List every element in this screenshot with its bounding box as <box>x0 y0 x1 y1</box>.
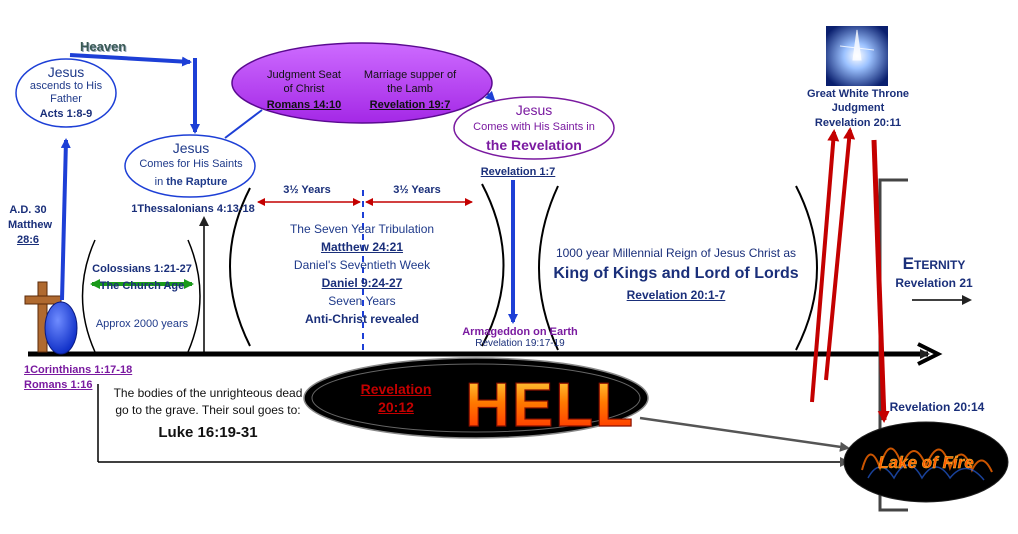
marriage-supper-line1: Marriage supper of <box>363 69 457 81</box>
ascension-line1: ascends to His <box>29 80 103 92</box>
hell-ellipse <box>303 357 649 439</box>
millennium-left-bracket <box>538 185 559 351</box>
ad30-line2: Matthew <box>8 219 52 231</box>
dead-line2: go to the grave. Their soul goes to: <box>115 403 301 417</box>
judgment-seat-line1: Judgment Seat <box>267 69 341 81</box>
marriage-supper-ref: Revelation 19:7 <box>369 99 451 111</box>
heaven-label: Heaven <box>80 39 127 54</box>
hell-ref-line2: 20:12 <box>378 399 414 415</box>
rapture-line1: Comes for His Saints <box>139 158 243 170</box>
judgment-seat-ref: Romans 14:10 <box>266 99 342 111</box>
rapture-title: Jesus <box>172 140 210 156</box>
heaven-arrow <box>69 53 192 67</box>
dead-ref: Luke 16:19-31 <box>158 424 258 441</box>
ad30-line1: A.D. 30 <box>9 204 47 216</box>
revelation-ellipse <box>453 96 615 160</box>
second-coming-line2: the Revelation <box>486 137 582 153</box>
church-age-ref: Colossians 1:21-27 <box>92 263 192 275</box>
eternity-title: ETERNITY <box>902 254 966 273</box>
lake-of-fire-word: Lake of Fire <box>878 453 973 472</box>
cross-ref2: Romans 1:16 <box>24 379 93 391</box>
judgment-ellipse <box>231 42 493 124</box>
tribulation-ref2: Daniel 9:24-27 <box>321 276 403 290</box>
cross-ref1: 1Corinthians 1:17-18 <box>24 364 133 376</box>
second-coming-title: Jesus <box>515 102 553 118</box>
rapture-line2: in the Rapture <box>154 176 228 188</box>
cross-horizontal <box>24 295 62 305</box>
tribulation-left-bracket <box>229 187 251 347</box>
thessalonians-ref: 1Thessalonians 4:13-18 <box>131 203 255 215</box>
resurrection-arrow-2 <box>824 127 856 381</box>
ascension-arrow <box>60 138 71 301</box>
ad30-line3: 28:6 <box>16 234 40 246</box>
millennium-line1: 1000 year Millennial Reign of Jesus Chri… <box>555 246 797 260</box>
tribulation-line1: The Seven Year Tribulation <box>289 222 435 236</box>
eternity-ref: Revelation 21 <box>895 276 973 290</box>
lake-of-fire-ellipse <box>843 421 1009 503</box>
marriage-supper-line2: the Lamb <box>387 83 433 95</box>
hell-word: HELL <box>465 371 635 440</box>
judgment-seat-line2: of Christ <box>283 83 325 95</box>
tribulation-half2: 3½ Years <box>393 184 441 196</box>
church-age-title: The Church Age <box>99 280 185 292</box>
tribulation-line3: Seven Years <box>328 294 396 308</box>
ascension-ellipse <box>15 58 117 128</box>
armageddon-ref: Revelation 19:17-19 <box>475 338 565 349</box>
millennium-ref: Revelation 20:1-7 <box>626 288 726 302</box>
great-white-throne-line1: Great White Throne <box>806 88 910 100</box>
hell-ref-line1: Revelation <box>360 381 432 397</box>
lake-blue-flames <box>867 464 985 481</box>
second-coming-ref: Revelation 1:7 <box>480 166 556 178</box>
lake-of-fire-ref: Revelation 20:14 <box>889 400 985 414</box>
millennium-title: King of Kings and Lord of Lords <box>553 265 799 282</box>
tribulation-line4: Anti-Christ revealed <box>304 312 420 326</box>
resurrection-arrow-1 <box>810 129 840 403</box>
millennium-right-bracket <box>795 185 818 351</box>
ascension-ref: Acts 1:8-9 <box>39 108 93 120</box>
church-age-duration: Approx 2000 years <box>95 318 189 330</box>
hell-inner-ring <box>311 363 641 433</box>
empty-tomb-shape <box>44 301 78 355</box>
dead-line1: The bodies of the unrighteous dead <box>113 386 303 400</box>
hell-to-lake-arrow <box>639 416 850 452</box>
timeline-arrowhead <box>917 342 943 366</box>
cross-vertical <box>37 281 48 353</box>
tribulation-half1: 3½ Years <box>283 184 331 196</box>
tribulation-line2: Daniel's Seventieth Week <box>293 258 431 272</box>
ascension-line2: Father <box>50 93 82 105</box>
tribulation-ref1: Matthew 24:21 <box>320 240 404 254</box>
armageddon-title: Armageddon on Earth <box>462 326 578 338</box>
rapture-to-judgment-line <box>224 109 263 139</box>
rapture-ellipse <box>124 134 256 198</box>
throne-light-rays <box>839 29 875 61</box>
great-white-throne-line2: Judgment <box>831 102 885 114</box>
tribulation-right-bracket <box>481 183 505 347</box>
church-age-right-bracket <box>187 239 201 353</box>
ascension-title: Jesus <box>47 64 85 80</box>
judgment-to-lake-arrow <box>871 139 890 423</box>
church-age-left-bracket <box>81 239 96 353</box>
second-coming-line1: Comes with His Saints in <box>473 121 595 133</box>
great-white-throne-ref: Revelation 20:11 <box>814 117 902 129</box>
